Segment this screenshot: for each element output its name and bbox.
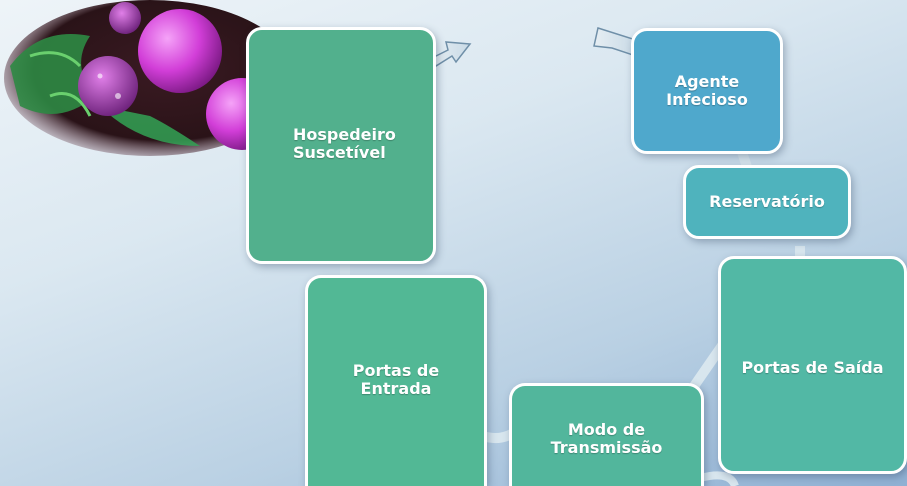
node-reservatorio: Reservatório bbox=[683, 165, 851, 239]
node-agente-infecioso: Agente Infecioso bbox=[631, 28, 783, 154]
node-reservatorio-label: Reservatório bbox=[709, 192, 825, 211]
bacteria-image bbox=[4, 0, 296, 156]
node-portas-de-saida: Portas de Saída bbox=[718, 256, 907, 474]
node-modo-de-transmissao: Modo de Transmissão bbox=[509, 383, 704, 486]
arrow-right-icon bbox=[430, 41, 472, 68]
node-agente-label: Agente Infecioso bbox=[666, 72, 748, 109]
node-portas-saida-label: Portas de Saída bbox=[741, 358, 884, 377]
node-portas-entrada-label: Portas de Entrada bbox=[352, 361, 440, 398]
node-hospedeiro-label: Hospedeiro Suscetível bbox=[293, 125, 396, 162]
connector-bottom bbox=[698, 471, 739, 486]
node-modo-transmissao-label: Modo de Transmissão bbox=[550, 420, 663, 457]
node-hospedeiro-suscetivel: Hospedeiro Suscetível bbox=[246, 27, 436, 264]
node-portas-de-entrada: Portas de Entrada bbox=[305, 275, 487, 486]
arrow-in-icon bbox=[593, 27, 637, 58]
